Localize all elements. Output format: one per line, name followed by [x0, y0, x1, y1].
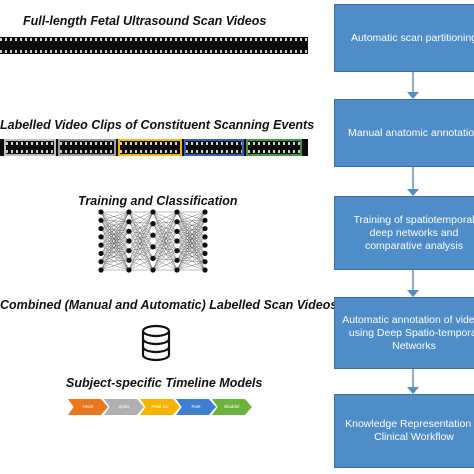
network-node — [98, 259, 104, 265]
network-node — [126, 267, 132, 273]
network-node — [150, 255, 156, 261]
clip-segment — [184, 139, 244, 156]
network-node — [126, 257, 132, 263]
stage2-title: Labelled Video Clips of Constituent Scan… — [0, 118, 315, 132]
timeline-segment-heart: Heart — [68, 399, 108, 415]
clip-segment — [4, 139, 56, 156]
network-node — [174, 267, 180, 273]
workflow-step-4: Automatic annotation of videos using Dee… — [334, 297, 474, 369]
workflow-step-2: Manual anatomic annotation — [334, 99, 474, 167]
timeline-segment-fetal-lie: Fetal Lie — [140, 399, 180, 415]
stage1-title: Full-length Fetal Ultrasound Scan Videos — [23, 14, 267, 28]
network-node — [174, 209, 180, 215]
network-node — [202, 267, 208, 273]
network-node — [150, 244, 156, 250]
network-node — [202, 209, 208, 215]
network-node — [98, 217, 104, 223]
network-node — [126, 238, 132, 244]
workflow-arrow-3 — [407, 270, 419, 297]
network-node — [174, 219, 180, 225]
network-node — [98, 234, 104, 240]
network-node — [98, 242, 104, 248]
network-node — [126, 219, 132, 225]
subject-timeline: Heart Spine Fetal Lie Feet Bladder — [68, 399, 268, 415]
timeline-segment-feet: Feet — [176, 399, 216, 415]
network-node — [98, 267, 104, 273]
network-node — [174, 257, 180, 263]
stage4-title: Combined (Manual and Automatic) Labelled… — [0, 298, 338, 312]
network-node — [174, 248, 180, 254]
network-node — [202, 234, 208, 240]
timeline-segment-spine: Spine — [104, 399, 144, 415]
clip-segment — [118, 139, 182, 156]
network-node — [150, 267, 156, 273]
neural-network-icon — [98, 209, 208, 273]
network-node — [202, 242, 208, 248]
network-node — [98, 225, 104, 232]
network-node — [126, 248, 132, 254]
network-node — [150, 209, 156, 215]
workflow-arrow-1 — [407, 72, 419, 99]
network-node — [98, 250, 104, 257]
network-node — [202, 250, 208, 257]
network-node — [174, 228, 180, 234]
network-node — [126, 228, 132, 234]
stage3-title: Training and Classification — [78, 194, 238, 208]
network-node — [174, 238, 180, 244]
timeline-segment-bladder: Bladder — [212, 399, 252, 415]
workflow-step-1: Automatic scan partitioning — [334, 4, 474, 72]
workflow-arrow-4 — [407, 369, 419, 394]
workflow-arrow-2 — [407, 167, 419, 196]
network-node — [150, 232, 156, 238]
workflow-step-5: Knowledge Representation of Clinical Wor… — [334, 394, 474, 468]
clip-segment — [246, 139, 302, 156]
network-node — [202, 217, 208, 223]
network-node — [98, 209, 104, 215]
network-node — [150, 221, 156, 227]
workflow-step-3: Training of spatiotemporal deep networks… — [334, 196, 474, 270]
stage5-title: Subject-specific Timeline Models — [66, 376, 263, 390]
database-icon — [141, 324, 171, 362]
full-scan-filmstrip — [0, 37, 308, 54]
network-node — [126, 209, 132, 215]
labelled-clips-filmstrip — [0, 139, 308, 156]
network-node — [202, 259, 208, 265]
clip-segment — [58, 139, 116, 156]
network-node — [202, 225, 208, 232]
